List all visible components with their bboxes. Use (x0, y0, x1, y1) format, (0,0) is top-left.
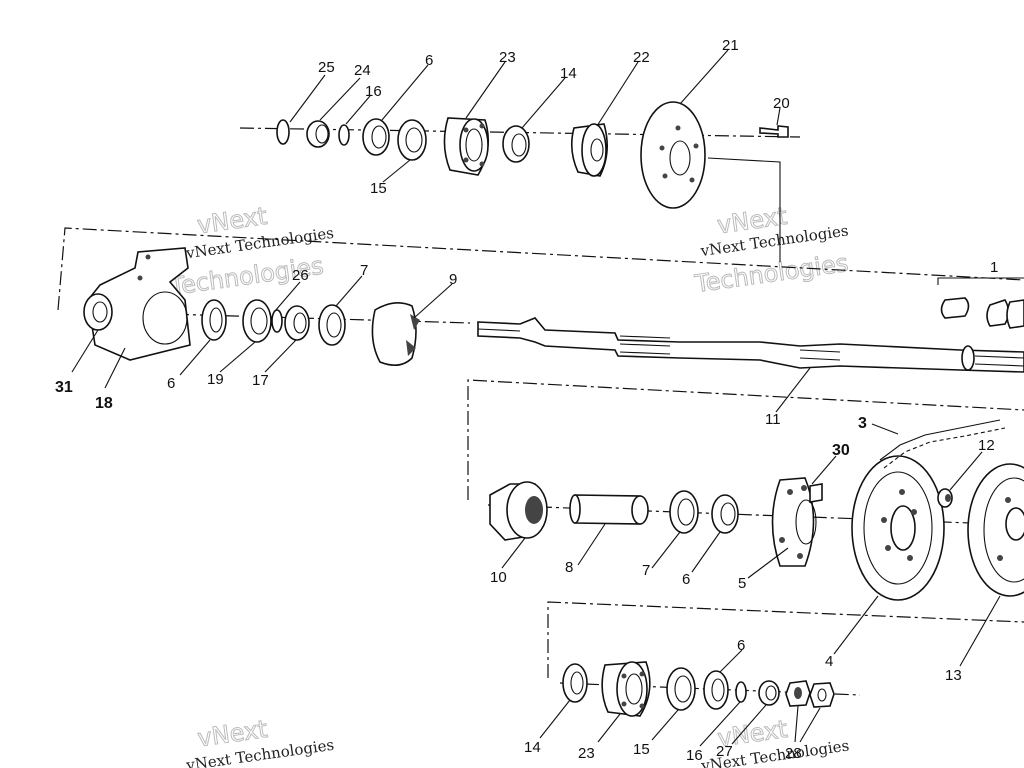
part-o-ring (338, 124, 350, 146)
callout-28: 28 (785, 745, 802, 762)
part-sprocket (967, 463, 1024, 597)
part-rear-axle (477, 317, 1024, 373)
callout-16: 16 (365, 83, 382, 100)
part-seal (703, 670, 729, 710)
part-spacer (284, 305, 310, 341)
part-chain-link (986, 299, 1010, 327)
callout-4: 4 (825, 653, 833, 670)
part-o-ring (271, 309, 283, 333)
part-chain-link (940, 297, 970, 319)
callout-14: 14 (524, 739, 541, 756)
callout-6: 6 (682, 571, 690, 588)
callout-23: 23 (578, 745, 595, 762)
part-seal (711, 494, 739, 534)
part-bearing-cap (371, 302, 417, 366)
callout-18: 18 (95, 395, 113, 412)
callout-11: 11 (765, 411, 781, 428)
watermark-bottom-left: vNext vNext Technologies (184, 714, 335, 768)
callout-9: 9 (449, 271, 457, 288)
part-seal (562, 663, 588, 703)
callout-5: 5 (738, 575, 746, 592)
callout-17: 17 (252, 372, 269, 389)
top-assembly: 25 24 16 6 23 14 22 21 20 15 (239, 37, 801, 262)
callout-3: 3 (858, 415, 867, 432)
callout-31: 31 (55, 379, 73, 396)
callout-16: 16 (686, 747, 703, 764)
callout-20: 20 (773, 95, 790, 112)
callout-15: 15 (633, 741, 650, 758)
lower-assembly: 3 30 12 10 8 7 6 5 4 13 (467, 379, 1024, 684)
callout-6: 6 (425, 52, 433, 69)
callout-10: 10 (490, 569, 507, 586)
watermark-top-left: vNext Technologies vNext Technologies (167, 201, 335, 301)
part-hub-bolt (809, 483, 823, 503)
callout-6: 6 (167, 375, 175, 392)
callout-6: 6 (737, 637, 745, 654)
part-spacer-sleeve (574, 494, 641, 525)
callout-23: 23 (499, 49, 516, 66)
part-snap-ring (276, 119, 290, 145)
part-seal (502, 125, 530, 163)
part-sprocket-hub (771, 477, 815, 567)
callout-12: 12 (978, 437, 995, 454)
callout-24: 24 (354, 62, 371, 79)
bottom-assembly: 6 14 23 15 16 27 28 (524, 601, 1024, 764)
callout-19: 19 (207, 371, 224, 388)
part-drive-sprocket (851, 455, 945, 601)
callout-30: 30 (832, 442, 850, 459)
watermark-top-right: vNext Technologies vNext Technologies (692, 201, 851, 298)
part-flange-bolt (83, 293, 113, 331)
callout-21: 21 (722, 37, 739, 54)
callout-7: 7 (360, 262, 368, 279)
part-brake-disc (640, 101, 706, 209)
callout-1: 1 (990, 259, 998, 276)
callout-26: 26 (292, 267, 309, 284)
part-spacer (306, 120, 330, 148)
callout-7: 7 (642, 562, 650, 579)
middle-assembly: 31 18 6 19 26 17 7 9 1 11 (55, 227, 1024, 428)
part-bolt (759, 125, 789, 138)
callout-13: 13 (945, 667, 962, 684)
callout-22: 22 (633, 49, 650, 66)
callout-25: 25 (318, 59, 335, 76)
callout-14: 14 (560, 65, 577, 82)
callout-27: 27 (716, 743, 733, 760)
part-seal (362, 118, 390, 156)
part-lock-nut (809, 682, 835, 708)
callout-8: 8 (565, 559, 573, 576)
callout-15: 15 (370, 180, 387, 197)
part-o-ring (735, 681, 747, 703)
